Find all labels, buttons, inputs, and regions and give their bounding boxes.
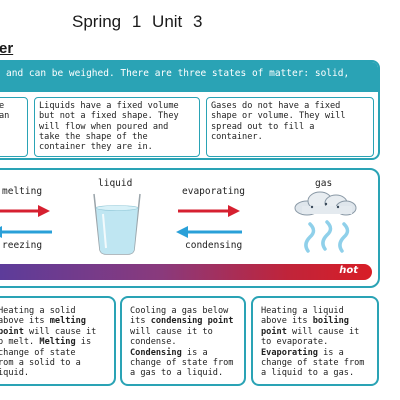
section-title: er xyxy=(0,40,14,57)
freezing-arrow-icon xyxy=(0,226,52,238)
evaporating-arrow-icon xyxy=(178,205,240,217)
gas-label: gas xyxy=(315,178,333,189)
solid-cell: e an xyxy=(0,97,28,157)
cloud-icon xyxy=(294,191,357,216)
hot-label: hot xyxy=(339,265,358,276)
state-change-diagram: melting reezing liquid evaporating conde… xyxy=(0,168,380,288)
liquid-cell: Liquids have a fixed volume but not a fi… xyxy=(34,97,200,157)
beaker-icon xyxy=(93,193,141,255)
condensing-process-box: Cooling a gas below its condensing point… xyxy=(120,296,246,386)
freezing-label: reezing xyxy=(2,240,43,251)
liquid-label: liquid xyxy=(98,178,133,189)
gas-cell: Gases do not have a fixed shape or volum… xyxy=(206,97,374,157)
melting-label: melting xyxy=(2,186,43,197)
evaporating-label: evaporating xyxy=(182,186,245,197)
page-title: Spring 1 Unit 3 xyxy=(72,12,203,31)
diagram-graphics xyxy=(0,191,357,255)
melting-process-box: Heating a solid above its melting point … xyxy=(0,296,116,386)
states-box: and can be weighed. There are three stat… xyxy=(0,60,380,160)
temperature-bar: hot xyxy=(0,264,372,280)
boiling-process-box: Heating a liquid above its boiling point… xyxy=(251,296,379,386)
vapour-icon xyxy=(304,220,350,253)
condensing-label: condensing xyxy=(185,240,243,251)
melting-arrow-icon xyxy=(0,205,50,217)
states-banner: and can be weighed. There are three stat… xyxy=(0,62,378,92)
condensing-arrow-icon xyxy=(176,226,242,238)
